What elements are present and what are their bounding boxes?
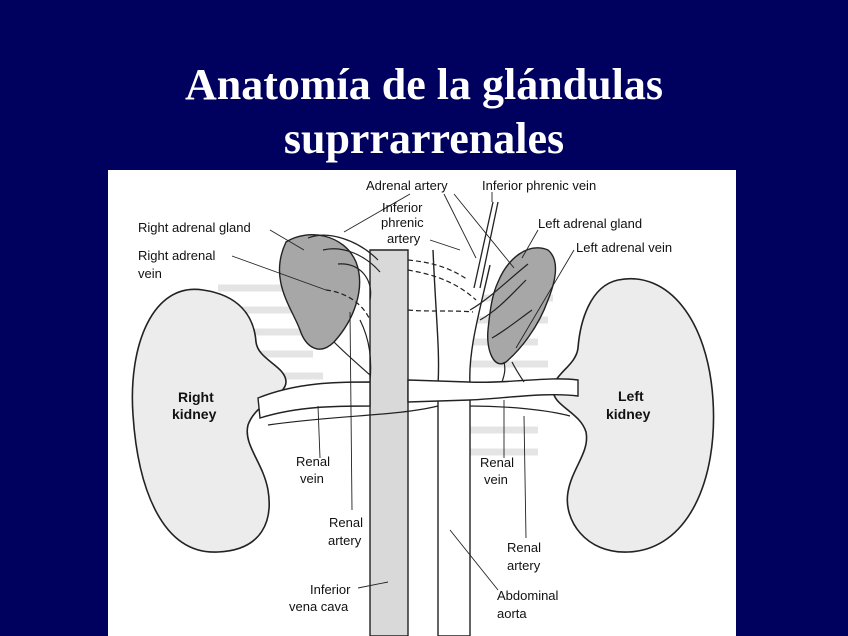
label-right-kidney-2: kidney bbox=[172, 406, 217, 422]
label-renal-vein-right-1: Renal bbox=[296, 454, 330, 469]
left-renal-vein bbox=[407, 378, 579, 403]
inferior-vena-cava bbox=[369, 249, 409, 636]
label-inferior-phrenic-artery-1: Inferior bbox=[382, 200, 423, 215]
label-inferior-vena-cava-1: Inferior bbox=[310, 582, 351, 597]
label-right-adrenal-vein-2: vein bbox=[138, 266, 162, 281]
left-renal-artery bbox=[469, 405, 571, 417]
adrenal-anatomy-figure: Adrenal artery Inferior phrenic vein Rig… bbox=[108, 170, 736, 636]
label-renal-vein-left-1: Renal bbox=[480, 455, 514, 470]
left-adrenal-gland bbox=[487, 247, 557, 365]
label-left-kidney-2: kidney bbox=[606, 406, 651, 422]
slide-title: Anatomía de la glándulas suprrarrenales bbox=[0, 58, 848, 166]
label-adrenal-artery: Adrenal artery bbox=[366, 178, 448, 193]
label-right-adrenal-vein-1: Right adrenal bbox=[138, 248, 215, 263]
label-inferior-vena-cava-2: vena cava bbox=[289, 599, 349, 614]
label-renal-artery-left-1: Renal bbox=[507, 540, 541, 555]
slide-title-line-1: Anatomía de la glándulas bbox=[185, 60, 663, 109]
label-inferior-phrenic-vein: Inferior phrenic vein bbox=[482, 178, 596, 193]
label-renal-artery-right-1: Renal bbox=[329, 515, 363, 530]
label-renal-vein-left-2: vein bbox=[484, 472, 508, 487]
label-left-adrenal-gland: Left adrenal gland bbox=[538, 216, 642, 231]
slide-title-line-2: suprrarrenales bbox=[283, 114, 565, 163]
label-right-kidney-1: Right bbox=[178, 389, 214, 405]
left-kidney bbox=[552, 277, 715, 553]
label-abdominal-aorta-2: aorta bbox=[497, 606, 527, 621]
leader-lines bbox=[231, 192, 575, 591]
adrenal-anatomy-diagram: Adrenal artery Inferior phrenic vein Rig… bbox=[131, 178, 715, 636]
abdominal-aorta bbox=[432, 249, 491, 636]
right-renal-vein bbox=[257, 381, 371, 419]
label-right-adrenal-gland: Right adrenal gland bbox=[138, 220, 251, 235]
label-renal-artery-right-2: artery bbox=[328, 533, 362, 548]
adrenal-vessels bbox=[307, 234, 533, 383]
label-abdominal-aorta-1: Abdominal bbox=[497, 588, 559, 603]
label-inferior-phrenic-artery-2: phrenic bbox=[381, 215, 424, 230]
label-left-adrenal-vein: Left adrenal vein bbox=[576, 240, 672, 255]
label-renal-artery-left-2: artery bbox=[507, 558, 541, 573]
right-renal-artery bbox=[267, 405, 439, 426]
right-kidney bbox=[131, 288, 287, 553]
label-left-kidney-1: Left bbox=[618, 388, 644, 404]
label-inferior-phrenic-artery-3: artery bbox=[387, 231, 421, 246]
label-renal-vein-right-2: vein bbox=[300, 471, 324, 486]
inferior-phrenic-vein-vessel bbox=[473, 201, 499, 289]
